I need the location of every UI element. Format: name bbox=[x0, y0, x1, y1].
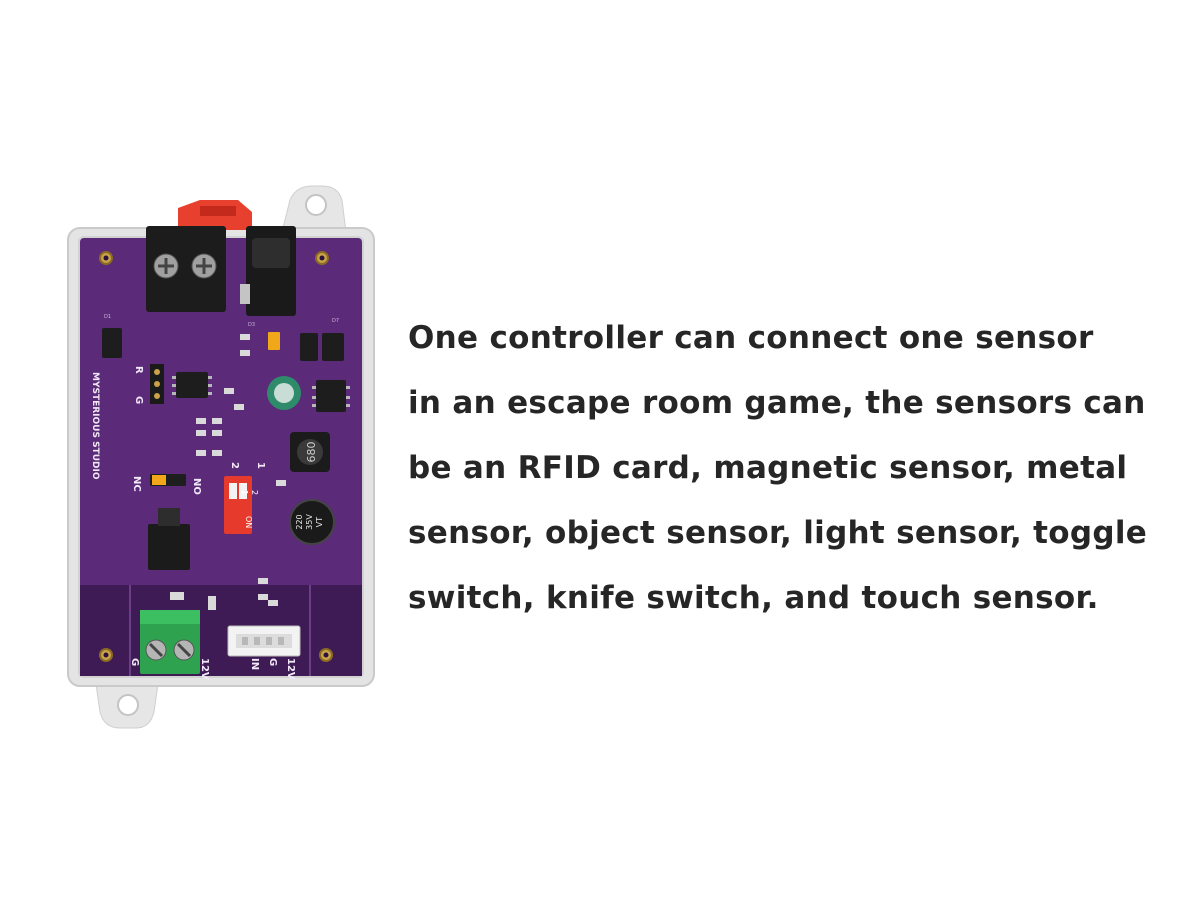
pin-label-g: G bbox=[133, 396, 144, 404]
description-line-4: sensor, object sensor, light sensor, tog… bbox=[408, 515, 1148, 551]
controller-board-photo: 680 220 35V VT 1 2 ON bbox=[67, 185, 375, 729]
red-connector-clip bbox=[178, 200, 252, 230]
green-capacitor bbox=[267, 376, 301, 410]
dc-power-jack bbox=[240, 226, 296, 316]
cap-text-1: 220 bbox=[295, 514, 304, 529]
dip-on-label: ON bbox=[244, 516, 253, 528]
voltage-regulator bbox=[148, 508, 190, 570]
enclosure-mounting-ears bbox=[95, 185, 347, 729]
sensor-connector bbox=[227, 625, 301, 657]
description-line-2: in an escape room game, the sensors can bbox=[408, 385, 1146, 421]
pin-label-r: R bbox=[133, 366, 144, 374]
green-power-terminal bbox=[140, 610, 200, 674]
sensor-label-in: IN bbox=[249, 658, 260, 670]
jumper-label-no: NO bbox=[191, 478, 202, 495]
dip-pos-label-1: 1 bbox=[255, 462, 266, 469]
description-line-3: be an RFID card, magnetic sensor, metal bbox=[408, 450, 1128, 486]
ref-d7: D7 bbox=[332, 318, 339, 324]
sensor-label-g: G bbox=[267, 658, 278, 666]
silkscreen-brand: MYSTERIOUS STUDIO bbox=[90, 372, 100, 480]
electrolytic-capacitor: 220 35V VT bbox=[289, 499, 335, 545]
black-screw-terminal bbox=[146, 226, 226, 312]
inductor: 680 bbox=[290, 432, 330, 472]
sensor-label-12v: 12V bbox=[285, 658, 296, 680]
description-line-5: switch, knife switch, and touch sensor. bbox=[408, 580, 1099, 616]
cap-text-3: VT bbox=[315, 517, 324, 527]
power-label-g: G bbox=[129, 658, 140, 666]
smd-components bbox=[170, 334, 286, 610]
chips bbox=[102, 328, 346, 412]
dip-switch: 1 2 ON bbox=[224, 476, 259, 534]
jumper-block bbox=[150, 474, 186, 486]
cap-text-2: 35V bbox=[305, 514, 314, 530]
pin-header bbox=[150, 364, 164, 404]
dip-num-1: 1 bbox=[240, 490, 249, 495]
ref-d3: D3 bbox=[248, 322, 255, 328]
inductor-label: 680 bbox=[305, 442, 318, 463]
product-description: One controller can connect one sensor in… bbox=[408, 306, 1178, 631]
dip-pos-label-2: 2 bbox=[229, 462, 240, 469]
ref-d8: D1 bbox=[104, 314, 111, 320]
jumper-label-nc: NC bbox=[131, 476, 142, 492]
dip-num-2: 2 bbox=[250, 490, 259, 495]
description-line-1: One controller can connect one sensor bbox=[408, 320, 1094, 356]
power-label-12v: 12V bbox=[199, 658, 210, 680]
